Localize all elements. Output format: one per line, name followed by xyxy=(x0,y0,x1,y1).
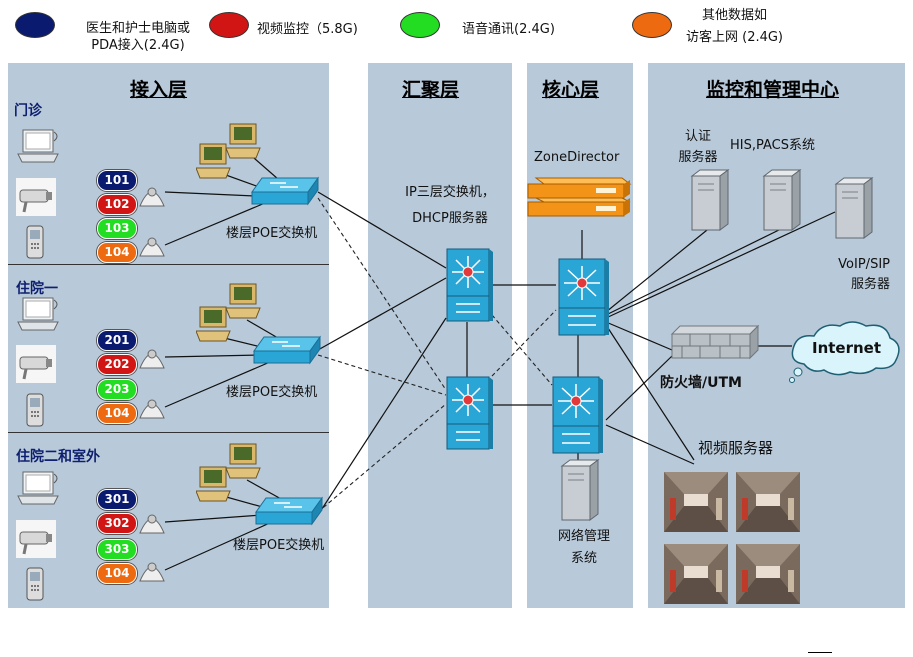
ssid-badge-voice: 303 xyxy=(97,539,137,560)
ssid-badge-pc: 201 xyxy=(97,330,137,351)
video-feed-thumbnail xyxy=(664,544,728,604)
legend-dot-voice xyxy=(400,12,440,38)
legend-label-video: 视频监控（5.8G) xyxy=(257,22,358,37)
laptop-icon xyxy=(16,470,60,510)
phone-icon xyxy=(24,564,48,602)
legend-label-other: 其他数据如 访客上网 (2.4G) xyxy=(685,8,784,45)
video-server-label: 视频服务器 xyxy=(698,439,774,457)
workstation-icon xyxy=(225,282,262,320)
zonedirector-appliance-icon xyxy=(526,172,632,222)
access-layer-title: 接入层 xyxy=(130,79,188,101)
corner-mark xyxy=(808,652,832,653)
poe-switch-icon xyxy=(254,496,324,526)
ssid-badge-pc: 301 xyxy=(97,489,137,510)
aggregation-switch-label: IP三层交换机， DHCP服务器 xyxy=(405,185,495,226)
core-switch-icon xyxy=(552,376,604,454)
legend-label-voice: 语音通讯(2.4G) xyxy=(462,22,555,37)
zone-title-outpatient: 门诊 xyxy=(14,103,42,119)
camera-icon xyxy=(16,345,56,383)
core-switch-icon xyxy=(558,258,610,336)
floor-switch-label: 楼层POE交换机 xyxy=(226,226,318,241)
video-feed-thumbnail xyxy=(736,472,800,532)
workstation-icon xyxy=(195,142,232,180)
phone-icon xyxy=(24,222,48,260)
firewall-icon xyxy=(670,324,760,360)
ssid-badge-video: 202 xyxy=(97,354,137,375)
server-tower-icon xyxy=(762,168,804,232)
laptop-icon xyxy=(16,128,60,168)
l3-switch-icon xyxy=(446,376,494,450)
nms-label: 网络管理 系统 xyxy=(557,529,610,566)
phone-icon xyxy=(24,390,48,428)
camera-icon xyxy=(16,520,56,558)
zone-title-inpatient-2-outdoor: 住院二和室外 xyxy=(16,449,100,465)
access-point-icon xyxy=(136,178,168,210)
server-tower-icon xyxy=(690,168,732,232)
zone-divider xyxy=(8,264,329,265)
voip-server-label: VoIP/SIP 服务器 xyxy=(838,257,890,292)
access-point-icon xyxy=(136,340,168,372)
internet-cloud-icon xyxy=(784,318,908,390)
video-feed-thumbnail xyxy=(664,472,728,532)
access-point-icon xyxy=(136,505,168,537)
l3-switch-icon xyxy=(446,248,494,322)
ssid-badge-voice: 103 xyxy=(97,218,137,239)
his-pacs-label: HIS,PACS系统 xyxy=(730,138,815,153)
floor-switch-label: 楼层POE交换机 xyxy=(233,538,325,553)
workstation-icon xyxy=(225,442,262,480)
legend-dot-other xyxy=(632,12,672,38)
legend-label-pc: 医生和护士电脑或 PDA接入(2.4G) xyxy=(85,21,190,53)
aggregation-layer-panel xyxy=(368,63,512,608)
zonedirector-label: ZoneDirector xyxy=(534,150,620,165)
firewall-label: 防火墙/UTM xyxy=(660,375,742,391)
workstation-icon xyxy=(195,305,232,343)
internet-label: Internet xyxy=(812,339,882,357)
auth-server-label: 认证 服务器 xyxy=(678,129,718,165)
access-point-icon xyxy=(136,553,168,585)
access-point-icon xyxy=(136,390,168,422)
floor-switch-label: 楼层POE交换机 xyxy=(226,385,318,400)
ssid-badge-video: 302 xyxy=(97,513,137,534)
center-layer-title: 监控和管理中心 xyxy=(706,79,840,101)
laptop-icon xyxy=(16,296,60,336)
poe-switch-icon xyxy=(250,176,320,206)
ssid-badge-other: 104 xyxy=(97,242,137,263)
aggregation-layer-title: 汇聚层 xyxy=(402,79,460,101)
ssid-badge-pc: 101 xyxy=(97,170,137,191)
poe-switch-icon xyxy=(252,335,322,365)
legend-dot-video xyxy=(209,12,249,38)
ssid-badge-voice: 203 xyxy=(97,379,137,400)
access-point-icon xyxy=(136,228,168,260)
video-feed-thumbnail xyxy=(736,544,800,604)
ssid-badge-video: 102 xyxy=(97,194,137,215)
ssid-badge-other: 104 xyxy=(97,563,137,584)
workstation-icon xyxy=(225,122,262,160)
zone-divider xyxy=(8,432,329,433)
ssid-badge-other: 104 xyxy=(97,403,137,424)
server-tower-icon xyxy=(560,458,602,522)
legend-dot-pc xyxy=(15,12,55,38)
core-layer-title: 核心层 xyxy=(542,79,600,101)
zone-title-inpatient-1: 住院一 xyxy=(16,281,58,297)
server-tower-icon xyxy=(834,176,876,240)
workstation-icon xyxy=(195,465,232,503)
camera-icon xyxy=(16,178,56,216)
